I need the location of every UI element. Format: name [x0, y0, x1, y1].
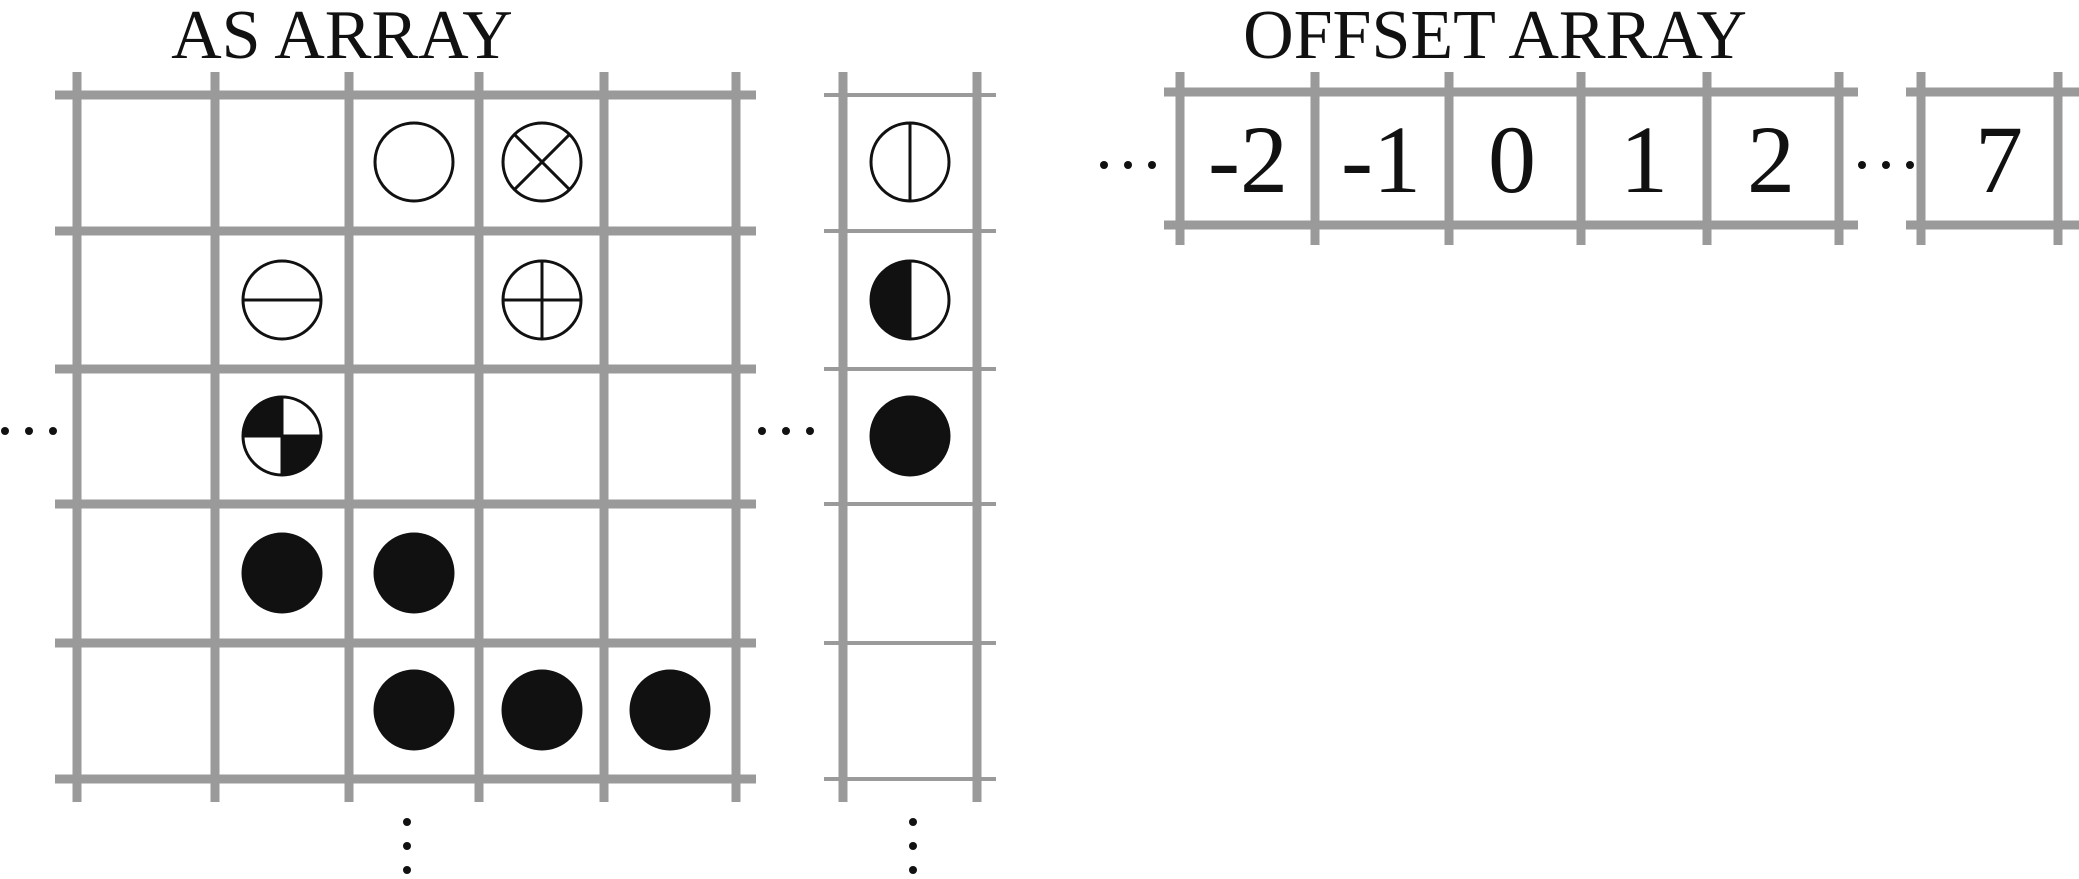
column-array-symbols — [869, 121, 951, 477]
column-array — [824, 72, 996, 802]
as-array-grid-lines — [55, 72, 756, 802]
mid-ellipsis-icon — [758, 427, 814, 435]
offset-left-ellipsis-icon — [1100, 161, 1156, 169]
grid-vertical-ellipsis-icon — [403, 818, 411, 874]
offset-array-values: -2 -1 0 1 2 7 — [1208, 106, 2023, 213]
circle-quarters-filled-icon — [241, 395, 323, 477]
offset-cell-value: 7 — [1975, 106, 2023, 213]
symbol-disc — [373, 669, 455, 751]
symbol-disc — [869, 395, 951, 477]
offset-array: -2 -1 0 1 2 7 — [1164, 72, 2079, 245]
circle-horizontal-line-icon — [241, 259, 323, 341]
symbol-ring — [501, 121, 583, 203]
as-array-title: AS ARRAY — [171, 0, 513, 74]
filled-circle-icon — [241, 532, 323, 614]
circle-left-half-filled-icon — [869, 259, 951, 341]
filled-circle-icon — [869, 395, 951, 477]
symbol-quarter-fill — [282, 436, 321, 475]
symbol-disc — [501, 669, 583, 751]
filled-circle-icon — [373, 532, 455, 614]
symbol-ring — [373, 121, 455, 203]
ellipsis-marks — [1, 161, 1914, 874]
filled-circle-icon — [501, 669, 583, 751]
offset-array-lines — [1164, 72, 2079, 245]
symbol-half-fill — [871, 261, 910, 339]
symbol-disc — [373, 532, 455, 614]
as-array-grid — [55, 72, 756, 802]
symbol-stroke — [513, 133, 571, 191]
empty-circle-icon — [373, 121, 455, 203]
offset-cell-value: -1 — [1341, 106, 1421, 213]
symbol-disc — [629, 669, 711, 751]
filled-circle-icon — [629, 669, 711, 751]
filled-circle-icon — [373, 669, 455, 751]
column-vertical-ellipsis-icon — [909, 818, 917, 874]
column-array-lines — [824, 72, 996, 802]
offset-mid-ellipsis-icon — [1858, 161, 1914, 169]
circle-plus-icon — [501, 259, 583, 341]
offset-cell-value: 1 — [1620, 106, 1668, 213]
left-ellipsis-icon — [1, 427, 57, 435]
offset-cell-value: 0 — [1488, 106, 1536, 213]
symbol-quarter-fill — [243, 397, 282, 436]
circle-vertical-line-icon — [869, 121, 951, 203]
symbol-disc — [241, 532, 323, 614]
offset-cell-value: -2 — [1208, 106, 1288, 213]
offset-cell-value: 2 — [1747, 106, 1795, 213]
as-array-grid-symbols — [241, 121, 711, 751]
offset-array-title: OFFSET ARRAY — [1243, 0, 1747, 74]
circle-x-icon — [501, 121, 583, 203]
